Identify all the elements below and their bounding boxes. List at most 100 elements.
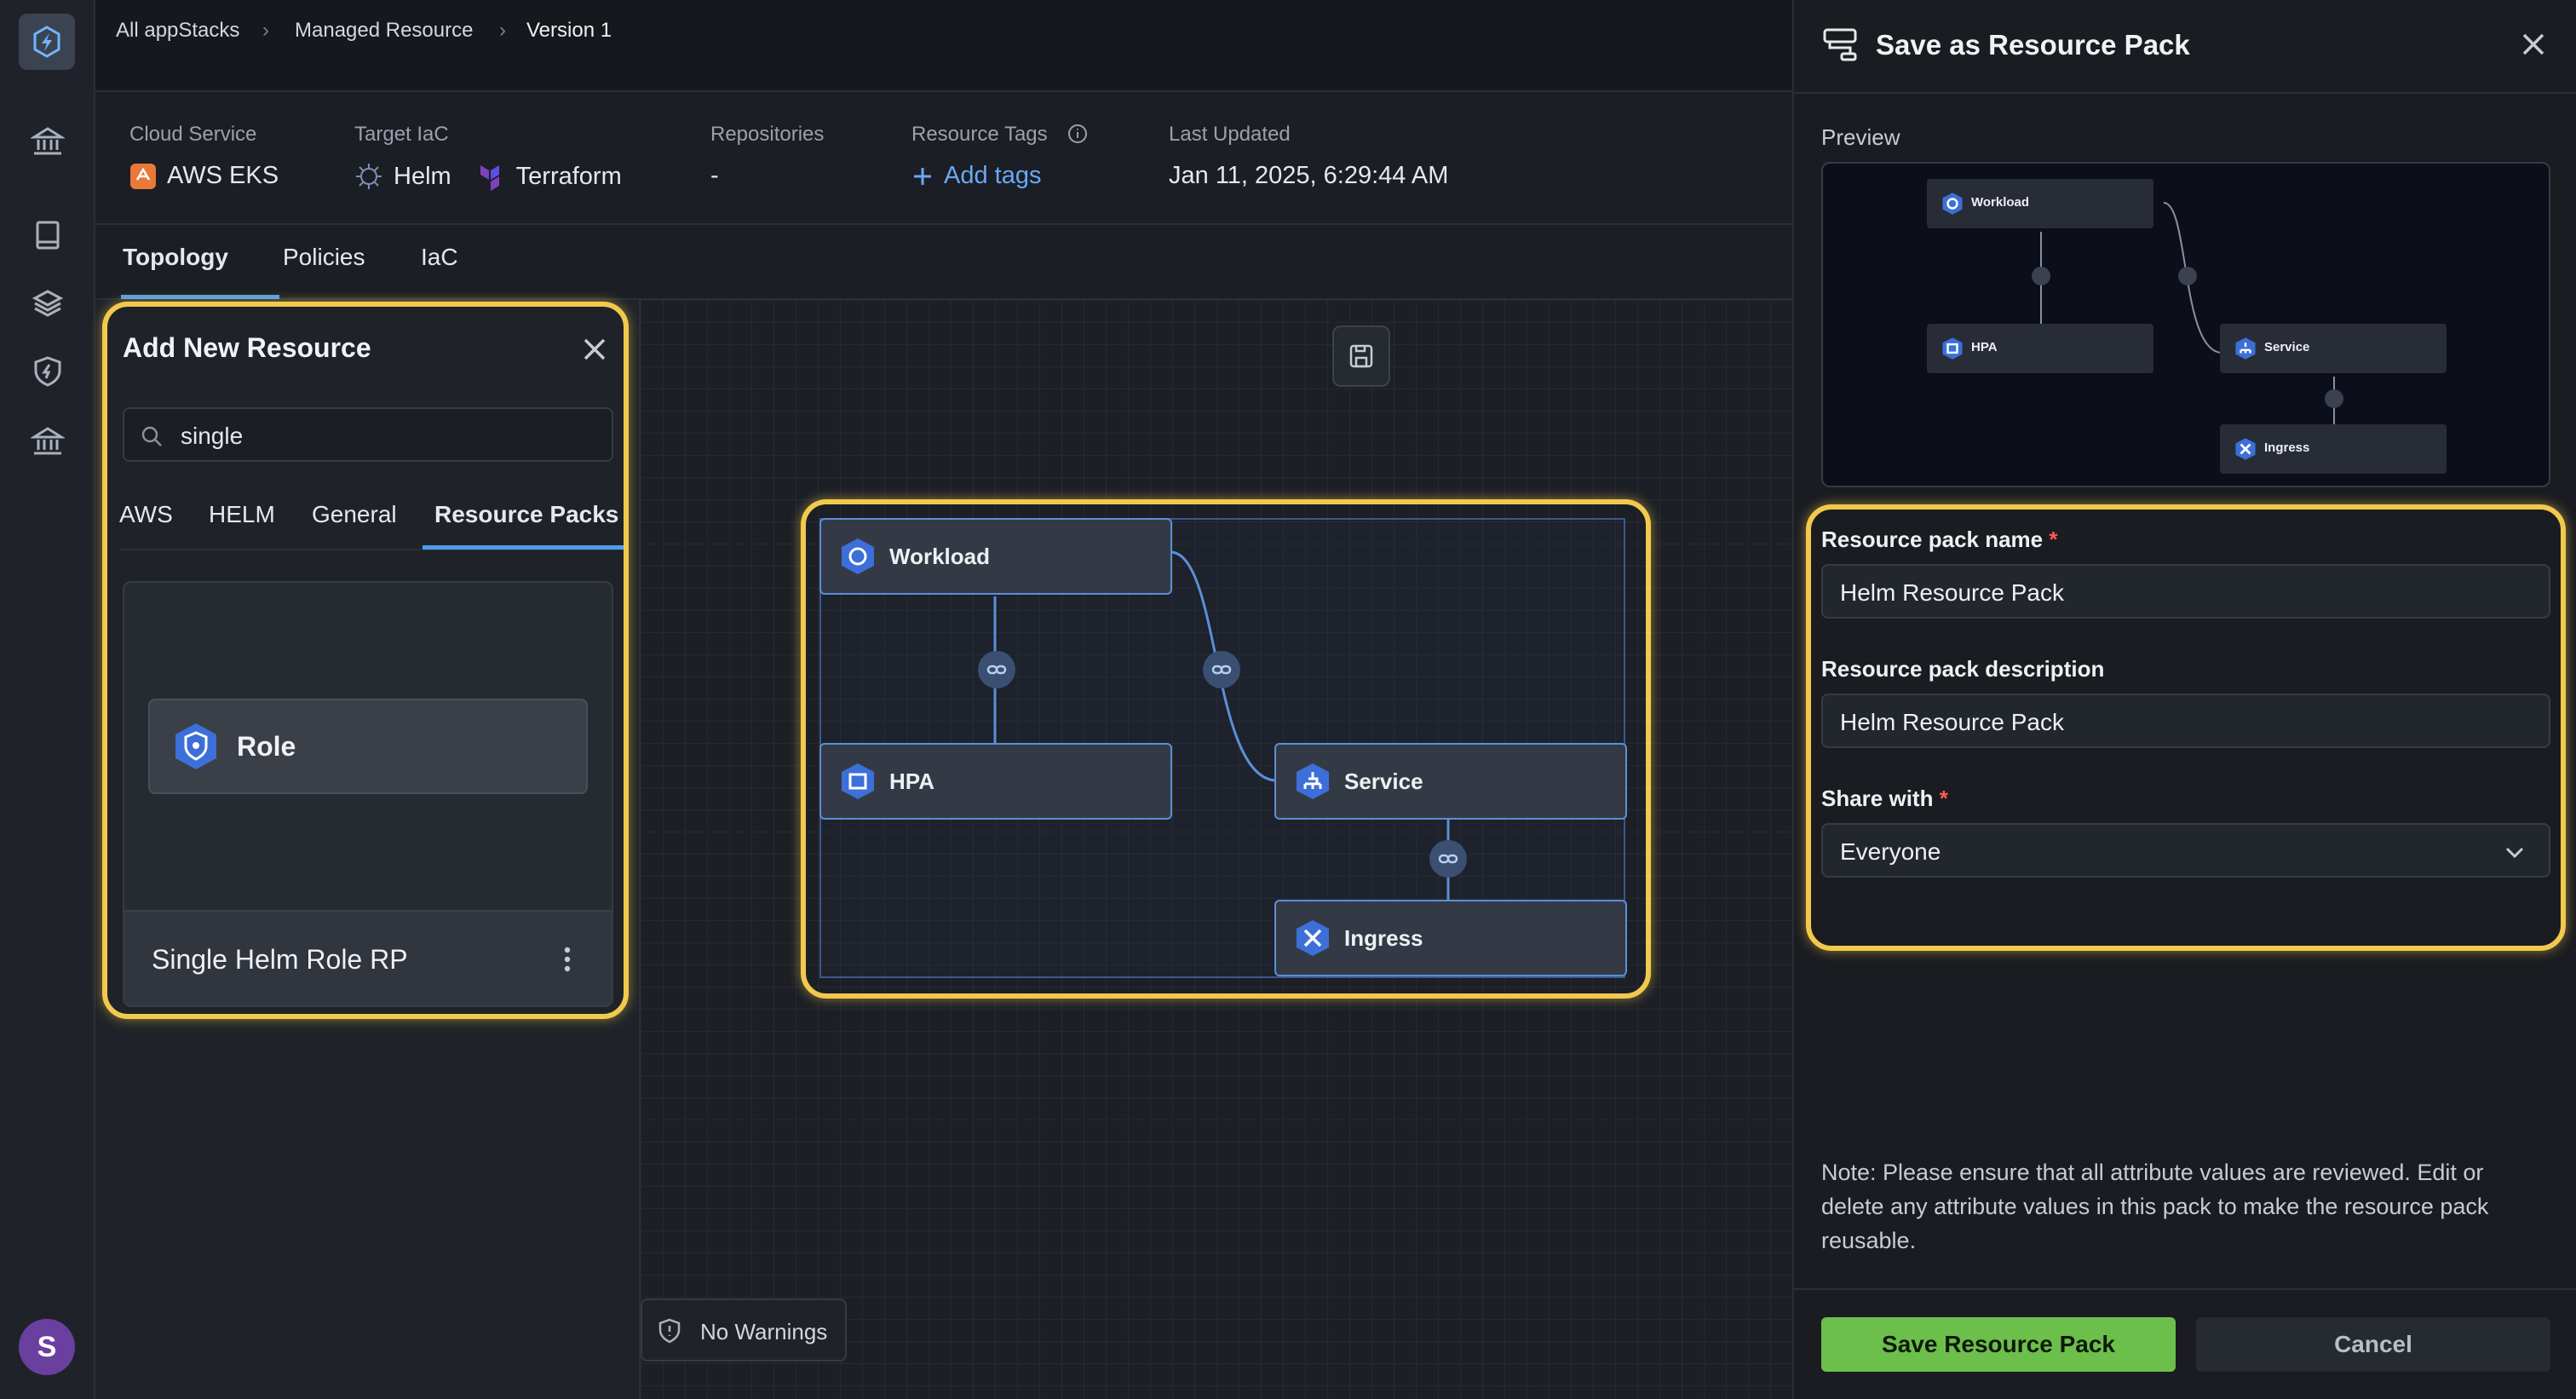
preview-node-label: Service bbox=[2264, 340, 2310, 354]
node-label: Ingress bbox=[1344, 925, 1423, 951]
topology-canvas[interactable] bbox=[641, 300, 1799, 1399]
panel-title: Add New Resource bbox=[123, 332, 371, 363]
node-label: HPA bbox=[889, 769, 934, 794]
divider bbox=[1794, 1288, 2576, 1290]
cloud-service-value: AWS EKS bbox=[129, 162, 279, 190]
share-with-select[interactable]: Everyone bbox=[1821, 823, 2550, 878]
diagram-node-workload[interactable]: Workload bbox=[819, 518, 1172, 595]
divider bbox=[1794, 92, 2576, 94]
note-text: Note: Please ensure that all attribute v… bbox=[1821, 1160, 2489, 1253]
name-field-label: Resource pack name * bbox=[1821, 527, 2058, 553]
search-input[interactable]: single bbox=[123, 407, 613, 462]
diagram-highlight bbox=[801, 499, 1651, 999]
diagram-node-ingress[interactable]: Ingress bbox=[1274, 900, 1627, 976]
kubernetes-icon bbox=[1297, 920, 1329, 956]
shield-icon bbox=[658, 1318, 681, 1344]
avatar[interactable]: S bbox=[19, 1319, 75, 1375]
preview-node-ingress: Ingress bbox=[2220, 424, 2447, 474]
description-field-label: Resource pack description bbox=[1821, 656, 2105, 682]
preview-node-label: Workload bbox=[1971, 195, 2030, 210]
add-panel-highlight bbox=[102, 302, 629, 1019]
info-icon[interactable] bbox=[1067, 123, 1089, 145]
chevron-down-icon bbox=[2505, 847, 2524, 859]
app-logo-icon[interactable] bbox=[19, 14, 75, 70]
bank-icon[interactable] bbox=[27, 121, 68, 162]
resource-pack-card[interactable]: Role Single Helm Role RP bbox=[123, 581, 613, 1007]
cloud-service-label: Cloud Service bbox=[129, 123, 257, 146]
shield-icon[interactable] bbox=[27, 351, 68, 392]
kubernetes-icon bbox=[842, 538, 874, 574]
preview-node-service: Service bbox=[2220, 324, 2447, 373]
resource-tags-label: Resource Tags bbox=[911, 123, 1048, 146]
description-field-value: Helm Resource Pack bbox=[1840, 709, 2064, 735]
repositories-label: Repositories bbox=[710, 123, 825, 146]
breadcrumb: All appStacks › Managed Resource › Versi… bbox=[95, 0, 1799, 92]
close-icon[interactable] bbox=[2518, 29, 2549, 60]
kubernetes-icon bbox=[1297, 763, 1329, 799]
name-field-value: Helm Resource Pack bbox=[1840, 579, 2064, 606]
node-label: Role bbox=[237, 731, 296, 762]
save-resource-pack-drawer: Save as Resource Pack Preview Workload H… bbox=[1792, 0, 2576, 1399]
node-label: Workload bbox=[889, 544, 990, 569]
link-icon[interactable] bbox=[1203, 651, 1240, 688]
close-icon[interactable] bbox=[579, 334, 610, 365]
cloud-service-text: AWS EKS bbox=[167, 162, 279, 189]
chevron-right-icon: › bbox=[499, 19, 506, 42]
preview-node-hpa: HPA bbox=[1927, 324, 2153, 373]
target-iac-values: Helm Terraform bbox=[354, 162, 622, 191]
active-tab-indicator bbox=[121, 295, 279, 299]
search-icon bbox=[141, 426, 162, 446]
breadcrumb-item[interactable]: All appStacks bbox=[116, 19, 240, 42]
share-label-text: Share with bbox=[1821, 786, 1934, 811]
share-field-value: Everyone bbox=[1840, 838, 1941, 865]
plus-icon bbox=[914, 167, 931, 185]
tab-topology[interactable]: Topology bbox=[123, 244, 228, 270]
save-layout-button[interactable] bbox=[1332, 325, 1390, 387]
cancel-button[interactable]: Cancel bbox=[2196, 1317, 2550, 1372]
tab-resource-packs[interactable]: Resource Packs bbox=[434, 501, 619, 527]
link-icon[interactable] bbox=[978, 651, 1015, 688]
preview-node-workload: Workload bbox=[1927, 179, 2153, 228]
save-button-label: Save Resource Pack bbox=[1882, 1331, 2115, 1357]
bank-icon[interactable] bbox=[27, 421, 68, 462]
save-resource-pack-button[interactable]: Save Resource Pack bbox=[1821, 1317, 2176, 1372]
add-tags-label: Add tags bbox=[944, 162, 1042, 189]
tab-iac[interactable]: IaC bbox=[421, 244, 458, 270]
main-tabs: Topology Policies IaC bbox=[95, 225, 1799, 300]
kebab-menu-icon[interactable] bbox=[550, 942, 584, 976]
terraform-icon bbox=[480, 165, 499, 191]
breadcrumb-item[interactable]: Managed Resource bbox=[295, 19, 474, 42]
cancel-button-label: Cancel bbox=[2334, 1331, 2412, 1357]
target-iac-label: Target IaC bbox=[354, 123, 449, 146]
add-resource-panel: Add New Resource single AWS HELM General… bbox=[95, 300, 641, 1399]
stack-info-bar: Cloud Service AWS EKS Target IaC Helm Te… bbox=[95, 92, 1799, 225]
name-label-text: Resource pack name bbox=[1821, 527, 2044, 552]
drawer-title: Save as Resource Pack bbox=[1876, 29, 2190, 60]
save-icon bbox=[1349, 344, 1373, 368]
tab-helm[interactable]: HELM bbox=[209, 501, 275, 527]
last-updated-label: Last Updated bbox=[1169, 123, 1291, 146]
node-label: Service bbox=[1344, 769, 1423, 794]
chevron-right-icon: › bbox=[262, 19, 269, 42]
tab-aws[interactable]: AWS bbox=[119, 501, 173, 527]
share-field-label: Share with * bbox=[1821, 786, 1948, 812]
resource-pack-description-field[interactable]: Helm Resource Pack bbox=[1821, 694, 2550, 748]
diagram-node-hpa[interactable]: HPA bbox=[819, 743, 1172, 820]
helm-label: Helm bbox=[394, 162, 451, 190]
last-updated-text: Jan 11, 2025, 6:29:44 AM bbox=[1169, 162, 1449, 189]
diagram-node-service[interactable]: Service bbox=[1274, 743, 1627, 820]
layers-icon[interactable] bbox=[27, 283, 68, 324]
kubernetes-icon bbox=[842, 763, 874, 799]
active-tab-indicator bbox=[423, 545, 627, 550]
tab-divider bbox=[119, 549, 630, 550]
preview-connectors bbox=[2032, 202, 2343, 424]
link-icon[interactable] bbox=[1429, 840, 1467, 878]
tab-policies[interactable]: Policies bbox=[283, 244, 365, 270]
kubernetes-icon bbox=[2235, 438, 2256, 460]
warnings-status[interactable]: No Warnings bbox=[641, 1298, 847, 1362]
tab-general[interactable]: General bbox=[312, 501, 397, 527]
resource-pack-name-field[interactable]: Helm Resource Pack bbox=[1821, 564, 2550, 619]
add-tags-button[interactable]: Add tags bbox=[911, 162, 1041, 190]
book-icon[interactable] bbox=[27, 215, 68, 256]
resource-pack-icon bbox=[1823, 28, 1857, 61]
